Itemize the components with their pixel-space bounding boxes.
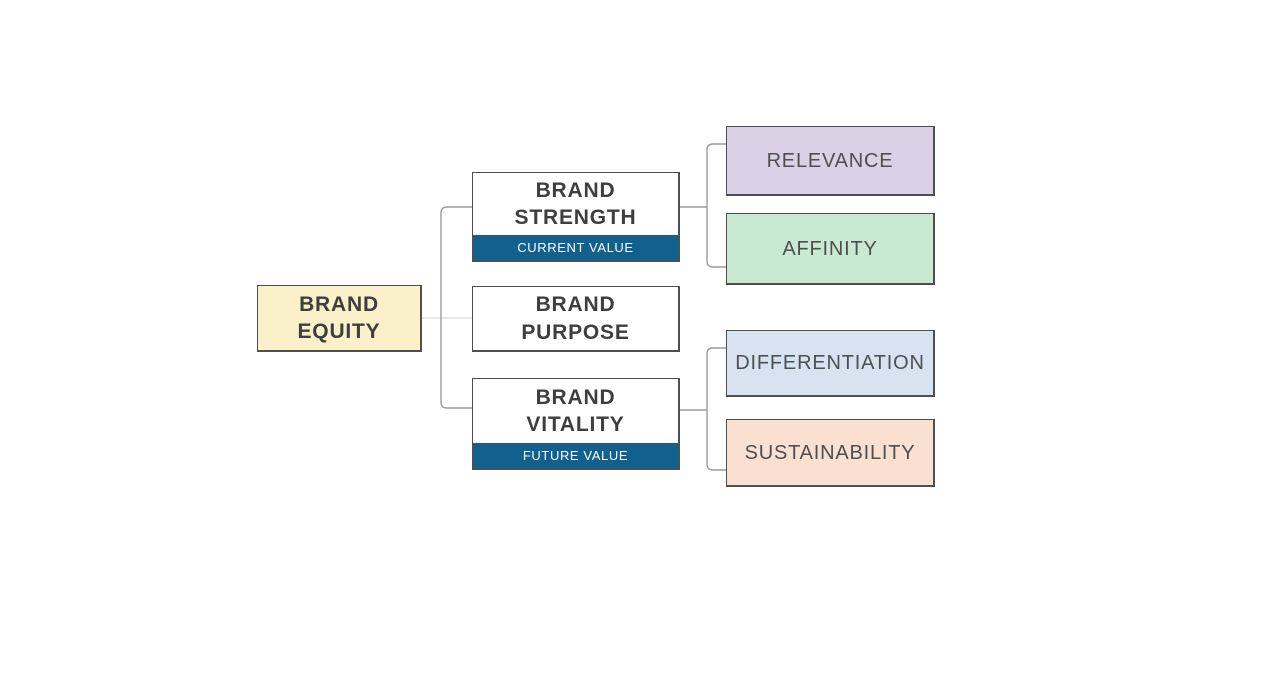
brand-vitality-banner: FUTURE VALUE — [473, 443, 678, 468]
node-brand-equity: BRAND EQUITY — [257, 285, 422, 352]
node-brand-vitality: BRAND VITALITY FUTURE VALUE — [472, 378, 680, 470]
brand-equity-label: BRAND EQUITY — [297, 292, 381, 343]
brand-strength-label: BRAND STRENGTH — [514, 178, 637, 229]
node-brand-purpose: BRAND PURPOSE — [472, 286, 680, 352]
brand-vitality-banner-label: FUTURE VALUE — [522, 448, 629, 463]
differentiation-label: DIFFERENTIATION — [735, 352, 925, 374]
sustainability-label: SUSTAINABILITY — [744, 441, 916, 464]
node-sustainability: SUSTAINABILITY — [726, 419, 935, 487]
connector-left-stem — [440, 206, 472, 409]
connector-vitality-children-stem — [706, 347, 726, 471]
node-relevance: RELEVANCE — [726, 126, 935, 196]
relevance-label: RELEVANCE — [766, 149, 894, 172]
brand-strength-title-area: BRAND STRENGTH — [473, 173, 678, 235]
brand-purpose-label: BRAND PURPOSE — [521, 293, 630, 344]
brand-strength-banner: CURRENT VALUE — [473, 235, 678, 260]
brand-vitality-title-area: BRAND VITALITY — [473, 379, 678, 443]
node-differentiation: DIFFERENTIATION — [726, 330, 935, 397]
brand-vitality-label: BRAND VITALITY — [526, 385, 625, 436]
node-brand-strength: BRAND STRENGTH CURRENT VALUE — [472, 172, 680, 262]
brand-strength-banner-label: CURRENT VALUE — [517, 240, 634, 255]
connector-strength-children-stem — [706, 143, 726, 268]
affinity-label: AFFINITY — [782, 237, 878, 260]
node-affinity: AFFINITY — [726, 213, 935, 285]
